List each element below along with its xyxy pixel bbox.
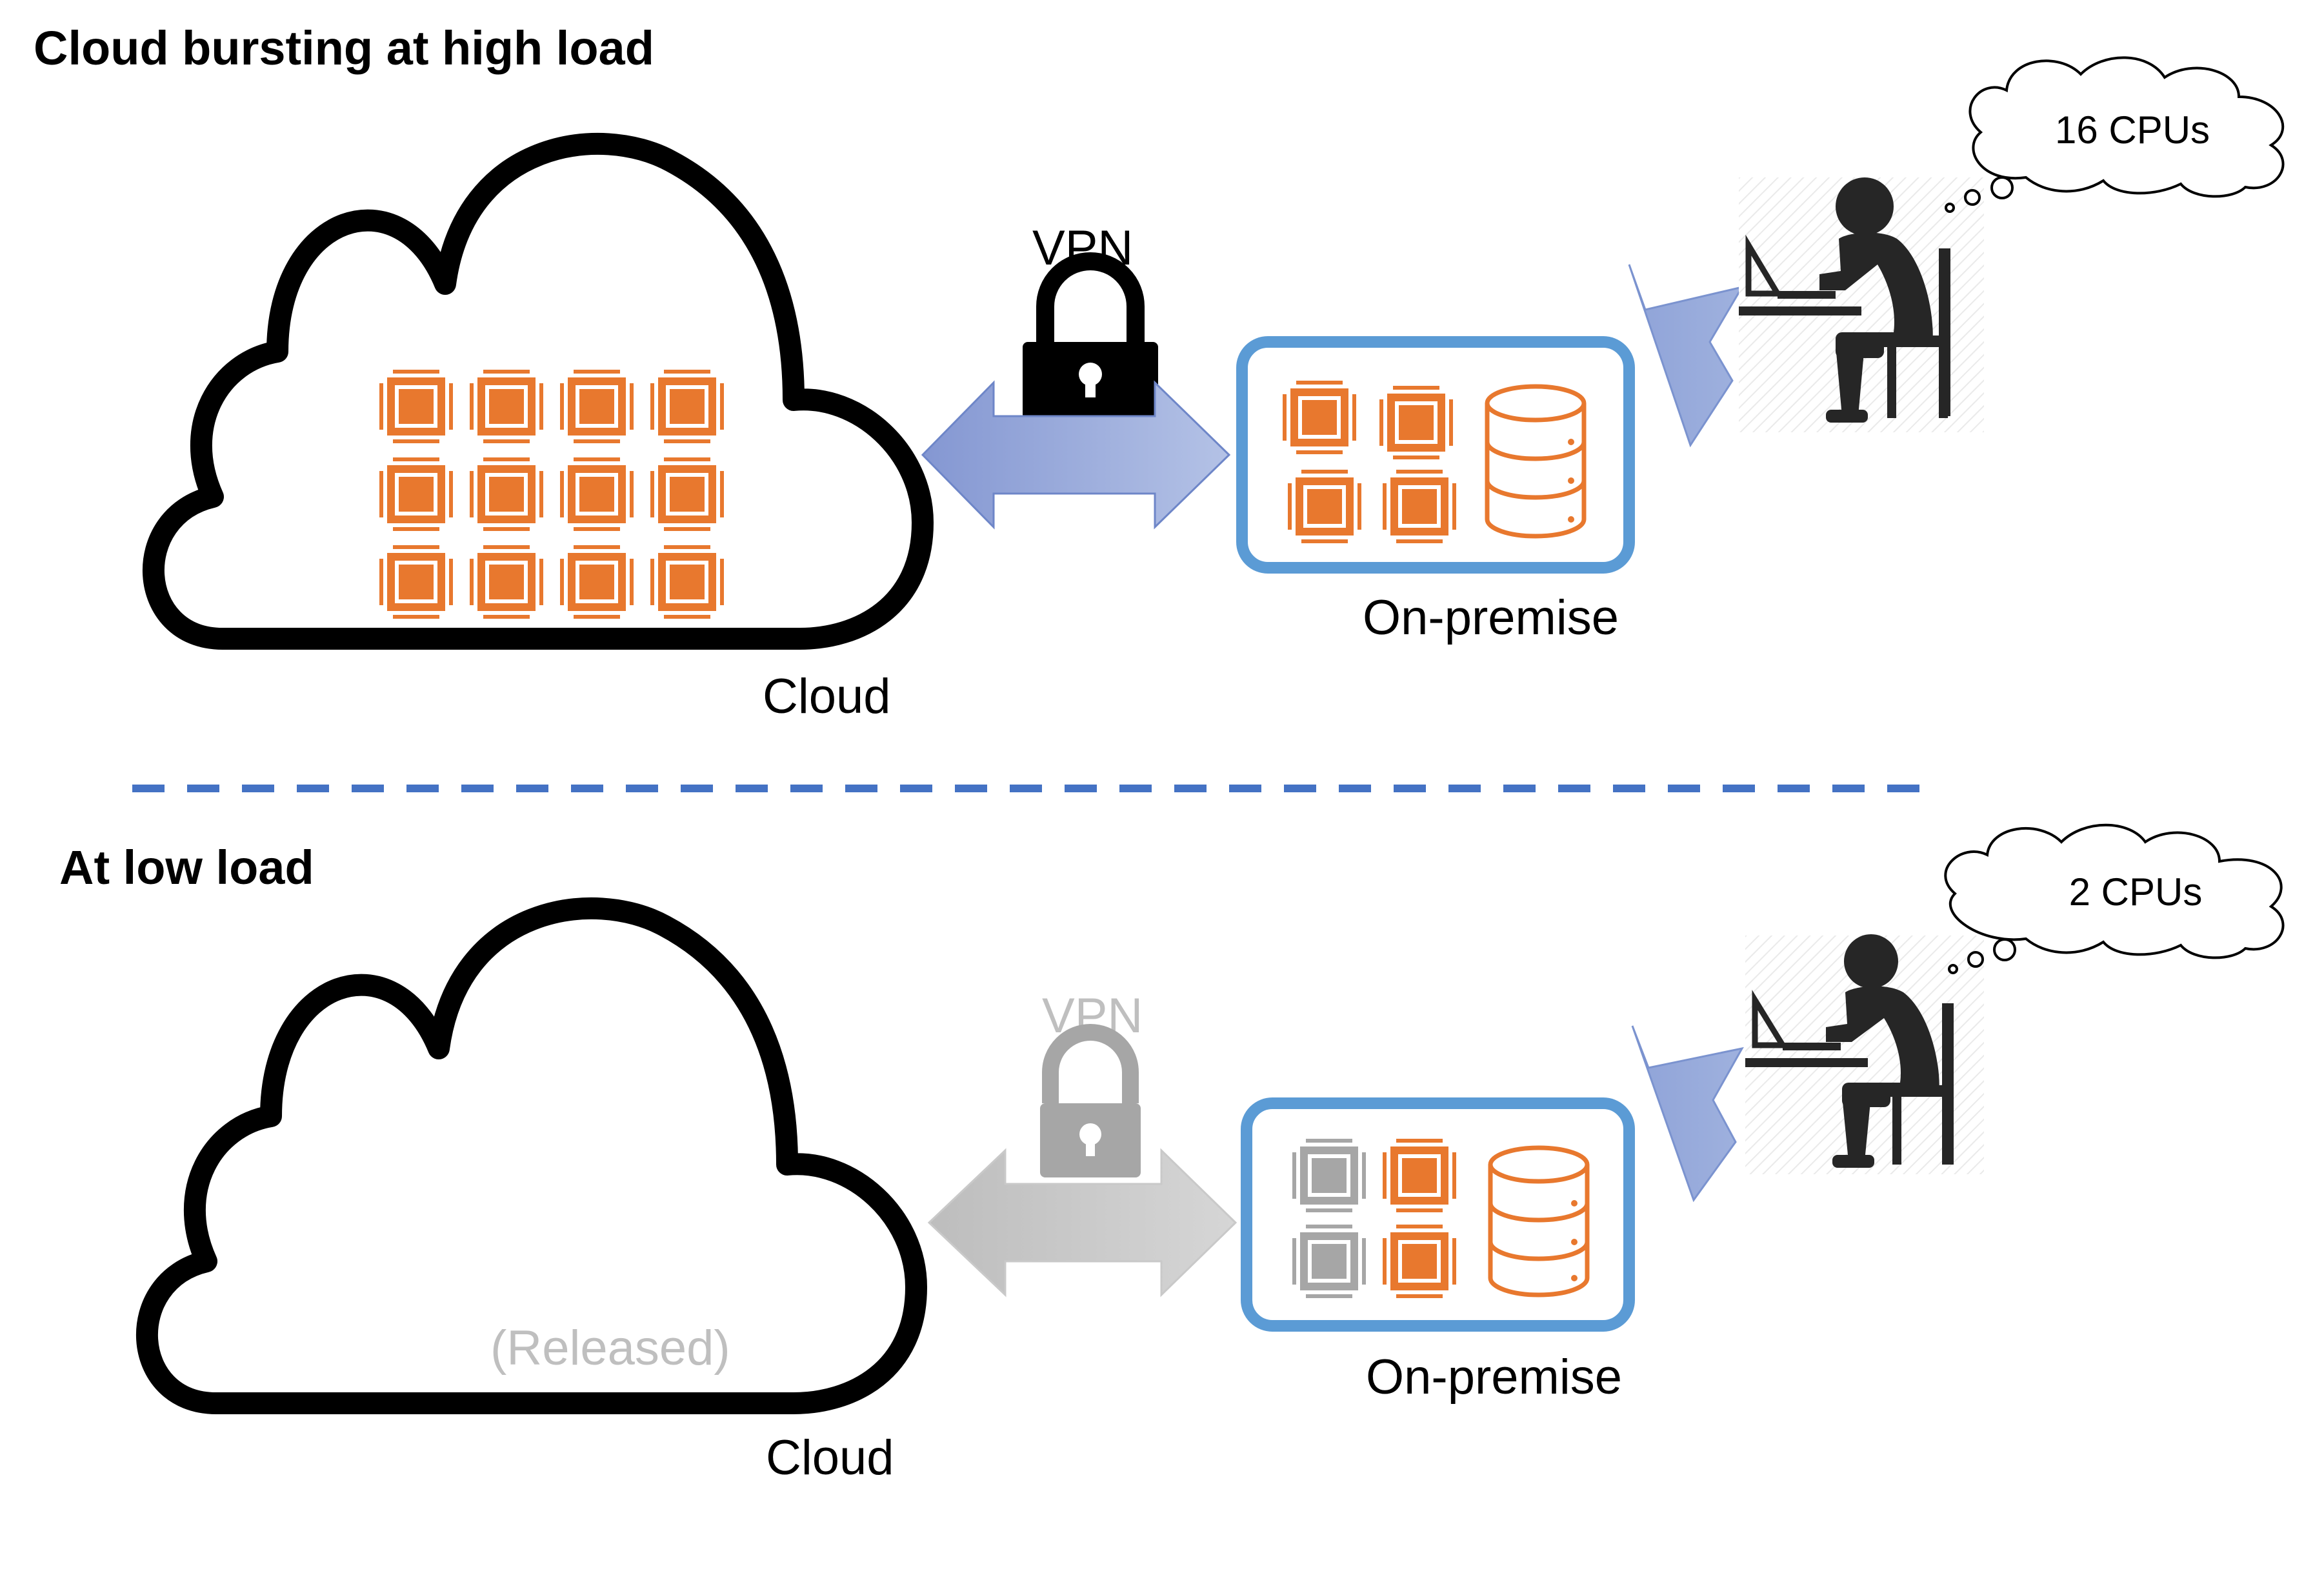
thought-text-low: 2 CPUs xyxy=(2069,870,2203,914)
high-load-title: Cloud bursting at high load xyxy=(34,21,654,75)
cpu-chip-icon xyxy=(650,370,724,443)
low-load-title: At low load xyxy=(59,841,314,894)
cpu-chip-icon xyxy=(1288,470,1361,543)
cpu-chip-icon xyxy=(1383,470,1456,543)
cpu-chip-icon xyxy=(560,370,634,443)
cpu-chip-icon xyxy=(560,545,634,619)
user-arrow xyxy=(1628,264,1745,448)
cpu-chip-released-icon xyxy=(1292,1225,1366,1298)
cpu-chip-icon xyxy=(470,370,543,443)
cpu-chip-icon xyxy=(1283,381,1356,454)
onprem-label-low: On-premise xyxy=(1366,1350,1622,1405)
vpn-arrow xyxy=(921,380,1231,530)
cpu-chip-icon xyxy=(1379,386,1453,459)
database-icon-low xyxy=(1488,1145,1590,1297)
released-label: (Released) xyxy=(490,1321,730,1376)
cpu-chip-icon xyxy=(379,370,453,443)
cpu-chip-icon xyxy=(560,457,634,531)
cpu-chip-icon xyxy=(470,545,543,619)
person-at-laptop-icon xyxy=(1739,177,1984,432)
cpu-chip-released-icon xyxy=(1292,1139,1366,1212)
cpu-chip-icon xyxy=(470,457,543,531)
database-icon xyxy=(1485,384,1587,539)
vpn-arrow-dim xyxy=(927,1148,1237,1297)
thought-bubble xyxy=(1945,56,2285,213)
lock-icon-dim xyxy=(1040,1024,1141,1177)
cpu-chip-icon xyxy=(379,545,453,619)
cloud-high-load xyxy=(154,144,923,639)
lock-icon xyxy=(1023,252,1158,419)
cpu-chip-icon xyxy=(1383,1139,1456,1212)
thought-bubble-low xyxy=(1944,823,2285,974)
cpu-chip-icon xyxy=(650,545,724,619)
person-at-laptop-icon-low xyxy=(1745,934,1984,1174)
cpu-chip-icon xyxy=(1383,1225,1456,1298)
cloud-label-low: Cloud xyxy=(766,1430,894,1485)
user-arrow-low xyxy=(1631,1025,1744,1203)
onprem-label: On-premise xyxy=(1363,590,1619,645)
cloud-label: Cloud xyxy=(763,669,891,724)
thought-text: 16 CPUs xyxy=(2055,108,2210,152)
cpu-chip-icon xyxy=(379,457,453,531)
cpu-chip-icon xyxy=(650,457,724,531)
